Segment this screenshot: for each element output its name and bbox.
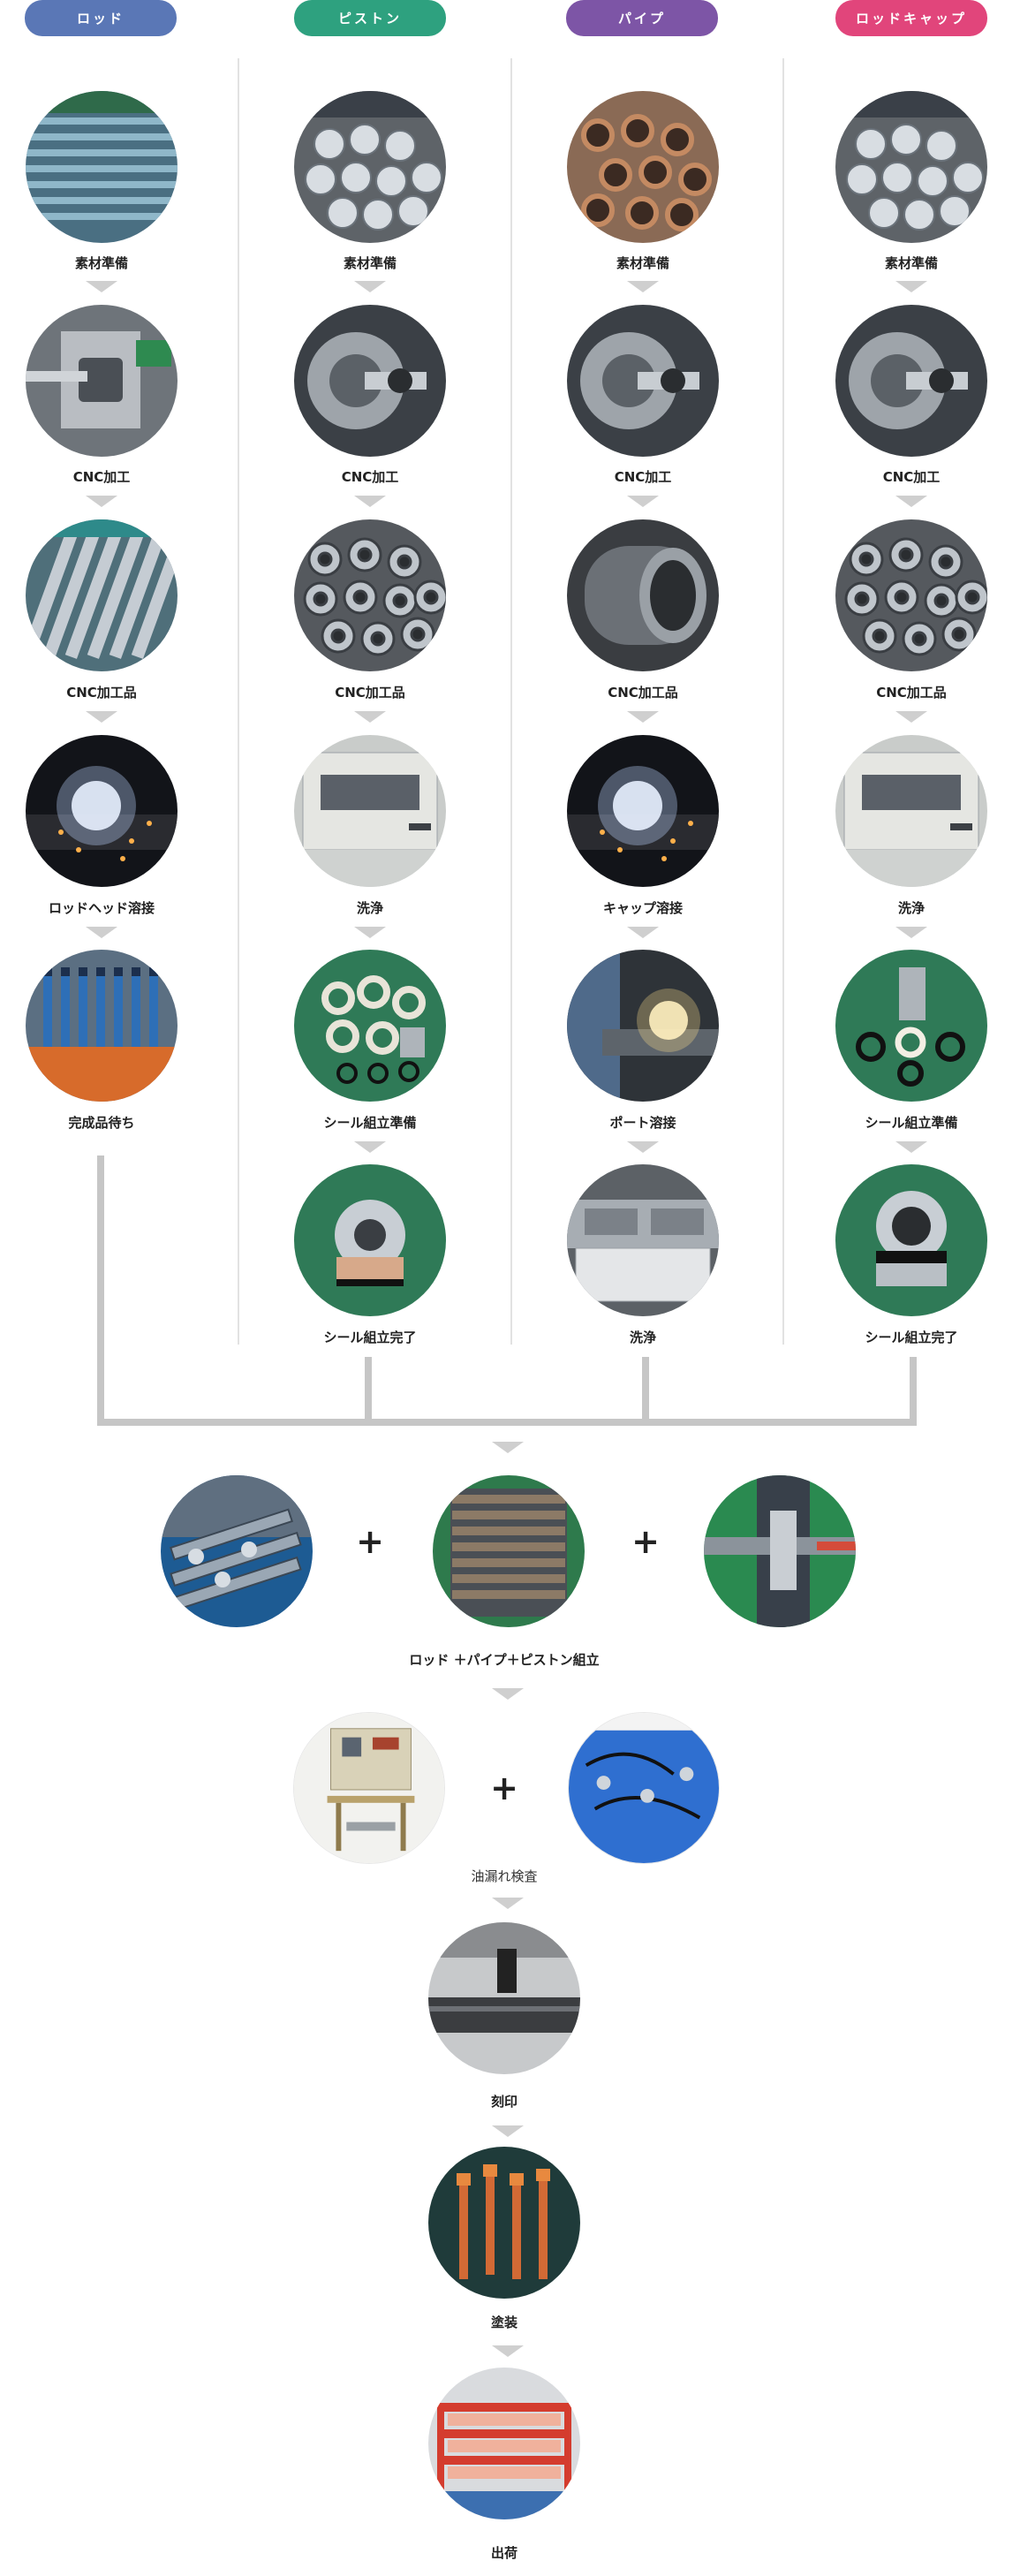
step-label: 完成品待ち [68,1115,135,1131]
final-step-label: 塗装 [490,2315,518,2330]
piston-column-tab[interactable]: ピストン [294,0,446,36]
seal-rings-photo-icon [294,950,446,1102]
steel-billets-photo-icon [294,91,446,243]
assembly-step-label: ロッド ＋パイプ＋ピストン組立 [409,1652,600,1668]
column-divider [510,58,512,1345]
step-label: 素材準備 [616,255,669,271]
down-arrow-icon [492,1442,524,1453]
down-arrow-icon [895,711,927,723]
merge-line [97,1155,104,1426]
column-divider [782,58,784,1345]
down-arrow-icon [895,927,927,938]
machined-rods-photo-icon [26,519,178,671]
step-label: CNC加工品 [608,685,678,701]
steel-tubes-photo-icon [567,91,719,243]
merge-line [642,1357,649,1426]
down-arrow-icon [627,1141,659,1153]
step-label: シール組立完了 [323,1330,417,1345]
down-arrow-icon [86,496,117,507]
rod-column-tab[interactable]: ロッド [25,0,177,36]
down-arrow-icon [492,2125,524,2137]
down-arrow-icon [86,927,117,938]
down-arrow-icon [354,281,386,292]
assembly-machine-photo-icon [704,1475,856,1627]
down-arrow-icon [895,496,927,507]
seal-parts-photo-icon [835,950,987,1102]
column-divider [238,58,239,1345]
welding-sparks-photo-icon [26,735,178,887]
pipe-rack-photo-icon [433,1475,585,1627]
plus-icon: + [356,1522,384,1561]
blue-rod-rack-photo-icon [26,950,178,1102]
plus-icon: + [490,1769,518,1807]
step-label: CNC加工品 [335,685,405,701]
painted-cylinders-photo-icon [428,2147,580,2299]
welding-sparks-photo-icon [567,735,719,887]
step-label: CNC加工 [882,469,941,485]
down-arrow-icon [627,927,659,938]
rod-cap-column-tab[interactable]: ロッドキャップ [835,0,987,36]
merge-line [910,1357,917,1426]
step-label: 洗浄 [629,1330,656,1345]
down-arrow-icon [354,711,386,723]
machined-pistons-photo-icon [294,519,446,671]
step-label: シール組立完了 [865,1330,958,1345]
final-step-label: 出荷 [490,2545,518,2561]
step-label: シール組立準備 [865,1115,958,1131]
assembled-piston-photo-icon [294,1164,446,1316]
down-arrow-icon [895,1141,927,1153]
final-step-label: 刻印 [490,2094,518,2110]
step-label: CNC加工 [341,469,399,485]
merge-line [365,1357,372,1426]
step-label: 素材準備 [884,255,938,271]
down-arrow-icon [492,1898,524,1909]
step-label: CNC加工 [614,469,672,485]
step-label: 素材準備 [343,255,397,271]
stamping-photo-icon [428,1922,580,2074]
step-label: シール組立準備 [323,1115,417,1131]
hydraulic-panel-photo-icon [568,1712,720,1864]
cnc-chuck-photo-icon [835,305,987,457]
down-arrow-icon [627,496,659,507]
washing-machine-photo-icon [835,735,987,887]
machined-tube-photo-icon [567,519,719,671]
step-label: キャップ溶接 [602,900,683,916]
step-label: 洗浄 [356,900,383,916]
step-label: CNC加工品 [876,685,947,701]
shipping-rack-photo-icon [428,2368,580,2519]
down-arrow-icon [86,281,117,292]
inspection-step-label: 油漏れ検査 [471,1868,538,1884]
cnc-chuck-photo-icon [567,305,719,457]
down-arrow-icon [354,927,386,938]
down-arrow-icon [354,496,386,507]
step-label: 洗浄 [897,900,925,916]
merge-line [97,1419,917,1426]
step-label: 素材準備 [74,255,128,271]
assembled-cap-photo-icon [835,1164,987,1316]
plus-icon: + [631,1522,660,1561]
port-welding-photo-icon [567,950,719,1102]
down-arrow-icon [895,281,927,292]
down-arrow-icon [354,1141,386,1153]
down-arrow-icon [627,711,659,723]
rod-rack-photo-icon [161,1475,313,1627]
down-arrow-icon [492,1688,524,1700]
step-label: CNC加工 [72,469,131,485]
cnc-lathe-photo-icon [26,305,178,457]
steel-billets-photo-icon [835,91,987,243]
step-label: CNC加工品 [66,685,137,701]
down-arrow-icon [627,281,659,292]
test-bench-photo-icon [293,1712,445,1864]
pipe-column-tab[interactable]: パイプ [566,0,718,36]
step-label: ポート溶接 [609,1115,676,1131]
rod-bars-photo-icon [26,91,178,243]
machined-caps-photo-icon [835,519,987,671]
down-arrow-icon [492,2345,524,2357]
step-label: ロッドヘッド溶接 [48,900,155,916]
washing-machine-photo-icon [294,735,446,887]
cnc-chuck-photo-icon [294,305,446,457]
washing-station-photo-icon [567,1164,719,1316]
down-arrow-icon [86,711,117,723]
